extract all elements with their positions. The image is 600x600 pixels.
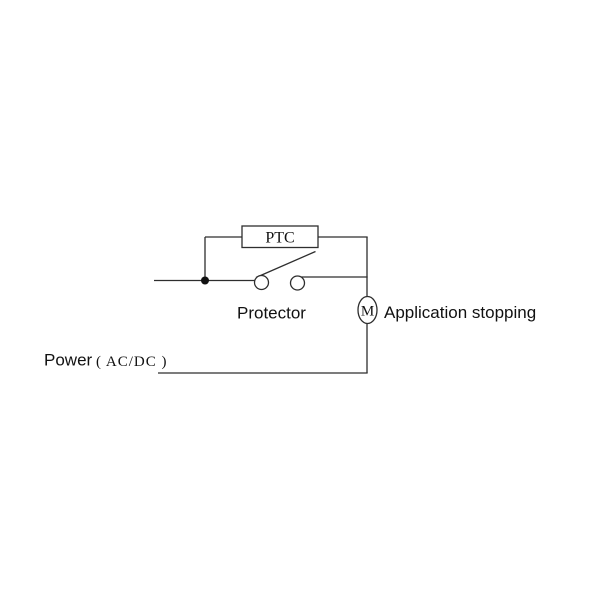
- switch-contact-right: [289, 275, 306, 291]
- ptc-box: [241, 225, 319, 249]
- motor-letter: M: [361, 304, 374, 320]
- power-caption: Power ( AC/DC ): [44, 351, 168, 371]
- junction-dot: [201, 276, 209, 285]
- application-caption: Application stopping: [384, 303, 536, 322]
- power-detail: ( AC/DC ): [96, 354, 168, 370]
- ptc-label: PTC: [265, 230, 294, 247]
- protector-caption: Protector: [237, 304, 306, 323]
- power-label: Power: [44, 351, 93, 370]
- switch-lever: [255, 250, 316, 279]
- switch-contact-left: [253, 274, 270, 291]
- motor-symbol: [357, 295, 378, 325]
